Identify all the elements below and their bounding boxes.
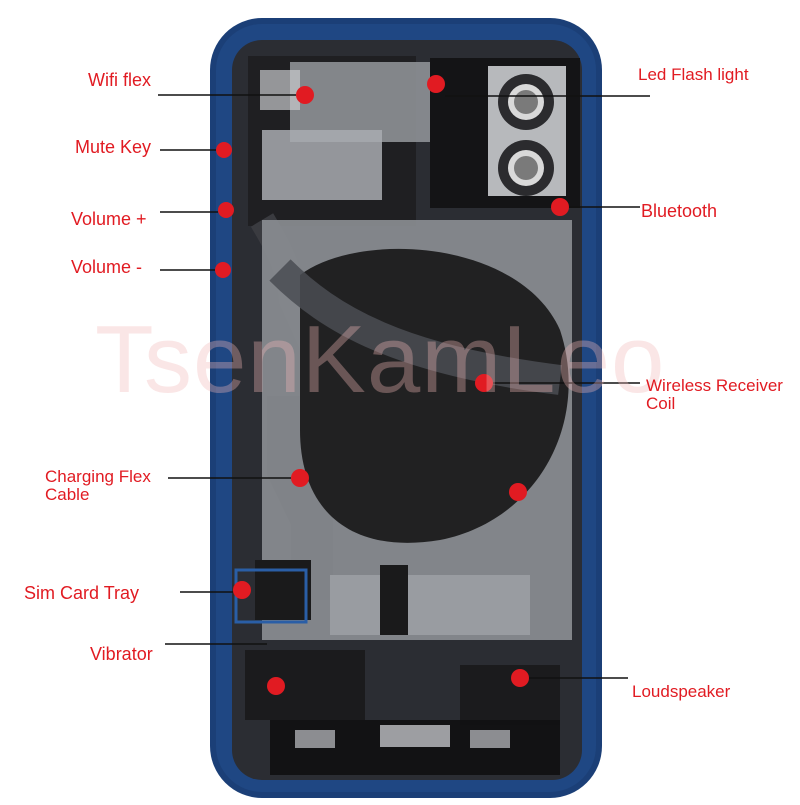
bluetooth-marker [551,198,569,216]
label-charging-flex-line2: Cable [45,484,90,504]
watermark: TsenKamLeo [95,306,666,413]
charging-flex-marker [291,469,309,487]
label-charging-flex: Charging Flex Cable [45,468,151,504]
label-wireless-coil-line2: Coil [646,393,676,413]
loudspeaker-marker [511,669,529,687]
loudspeaker-block [460,665,560,725]
volume-plus-marker [218,202,234,218]
wifi-flex-marker [296,86,314,104]
mute-key-marker [216,142,232,158]
wireless-coil-marker [475,374,493,392]
label-led-flash: Led Flash light [638,65,749,84]
sim-tray-marker [233,581,251,599]
label-loudspeaker: Loudspeaker [632,682,731,701]
label-vibrator: Vibrator [90,644,153,664]
led-flash-marker [427,75,445,93]
label-sim-tray: Sim Card Tray [24,583,140,603]
vibrator-marker [267,677,285,695]
label-wireless-coil: Wireless Receiver Coil [646,377,783,413]
volume-minus-marker [215,262,231,278]
coil-marker-2 [509,483,527,501]
label-wifi-flex: Wifi flex [88,70,151,90]
label-wireless-coil-line1: Wireless Receiver [646,376,783,395]
label-mute-key: Mute Key [75,137,152,157]
label-charging-flex-line1: Charging Flex [45,467,151,486]
leader-lines [158,94,650,679]
vibrator-block [245,650,365,720]
label-bluetooth: Bluetooth [641,201,718,221]
label-volume-plus: Volume + [71,209,147,229]
label-volume-minus: Volume - [71,257,143,277]
